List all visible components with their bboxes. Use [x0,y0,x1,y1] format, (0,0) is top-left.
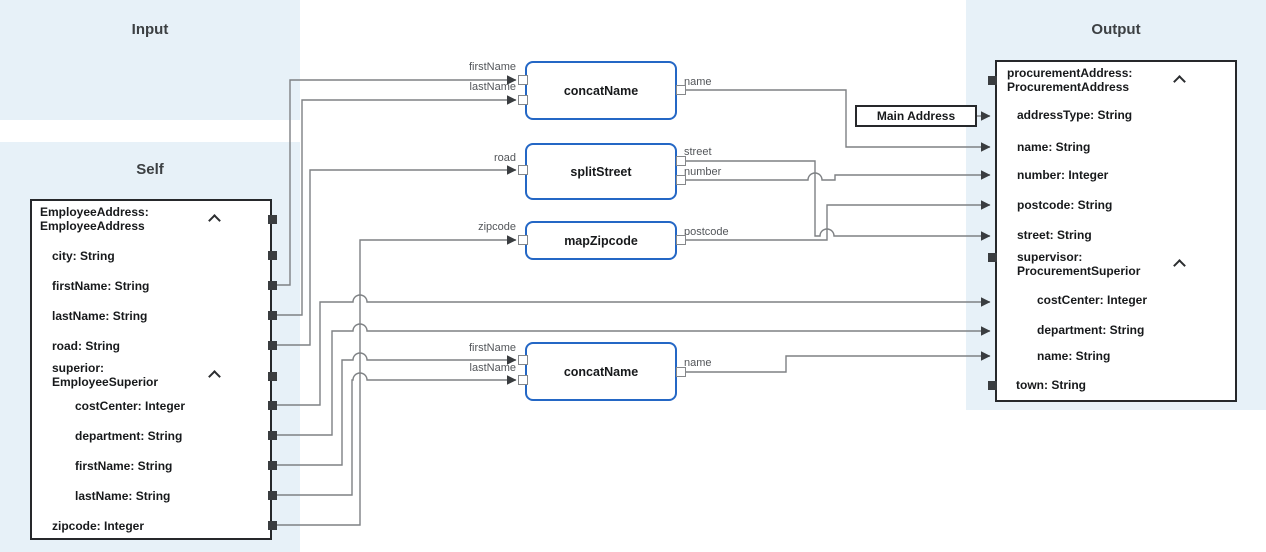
wire-concat1-name-to-output[interactable] [686,89,991,152]
port-concat2-in-lastname[interactable] [518,375,528,385]
function-concatname-1[interactable]: concatName [525,61,677,120]
field-sup-lastname[interactable]: lastName: String [75,489,171,503]
input-panel [0,0,300,120]
field-employeeaddress-header[interactable]: EmployeeAddress:EmployeeAddress [40,205,149,233]
wire-department-to-output[interactable] [277,323,991,436]
field-name[interactable]: name: String [1017,140,1091,154]
port-splitstreet-out-number[interactable] [676,175,686,185]
wire-zipcode-to-mapzipcode[interactable] [277,235,517,526]
wire-concat2-name-to-output[interactable] [686,351,991,373]
port-label-name: name [684,76,712,88]
collapse-chevron-icon[interactable] [208,370,221,383]
input-panel-title: Input [131,21,169,38]
port-concat2-out-name[interactable] [676,367,686,377]
port-label-lastname: lastName [469,362,516,374]
wire-costcenter-to-output[interactable] [277,294,991,406]
connector-dot-firstname[interactable] [268,281,277,290]
port-label-firstname: firstName [468,342,516,354]
connector-dot-town[interactable] [988,381,997,390]
wire-lastname-to-concat1[interactable] [277,95,517,316]
main-address-chip[interactable]: Main Address [855,105,977,127]
wire-firstname-to-concat1[interactable] [277,75,517,286]
function-concatname-2[interactable]: concatName [525,342,677,401]
port-splitstreet-out-street[interactable] [676,156,686,166]
connector-dot-zipcode[interactable] [268,521,277,530]
field-zipcode[interactable]: zipcode: Integer [52,519,145,533]
port-concat1-out-name[interactable] [676,85,686,95]
port-splitstreet-in-road[interactable] [518,165,528,175]
field-number[interactable]: number: Integer [1017,168,1109,182]
connector-dot-sup-department[interactable] [268,431,277,440]
port-label-lastname: lastName [469,81,516,93]
wire-number-to-output[interactable] [686,170,991,181]
field-sup-department[interactable]: department: String [1037,323,1145,337]
wire-street-to-output[interactable] [686,160,991,241]
function-mapzipcode[interactable]: mapZipcode [525,221,677,260]
port-concat2-in-firstname[interactable] [518,355,528,365]
wire-sup-lastname-to-concat2[interactable] [277,372,517,496]
port-concat1-in-lastname[interactable] [518,95,528,105]
function-splitstreet[interactable]: splitStreet [525,143,677,200]
collapse-chevron-icon[interactable] [1173,259,1186,272]
port-concat1-in-firstname[interactable] [518,75,528,85]
connector-dot-sup-firstname[interactable] [268,461,277,470]
field-addresstype[interactable]: addressType: String [1017,108,1133,122]
connector-dot-lastname[interactable] [268,311,277,320]
port-label-firstname: firstName [468,61,516,73]
port-label-street: street [684,146,712,158]
connector-dot-employeeaddress[interactable] [268,215,277,224]
field-supervisor-header[interactable]: supervisor:ProcurementSuperior [1017,250,1141,278]
output-schema-box: procurementAddress:ProcurementAddress ad… [995,60,1237,402]
connector-dot-superior[interactable] [268,372,277,381]
field-sup-name[interactable]: name: String [1037,349,1111,363]
field-superior-header[interactable]: superior:EmployeeSuperior [52,361,159,389]
connector-dot-supervisor[interactable] [988,253,997,262]
wire-postcode-to-output[interactable] [686,200,991,241]
field-sup-firstname[interactable]: firstName: String [75,459,173,473]
self-schema-box: EmployeeAddress:EmployeeAddress city: St… [30,199,272,540]
self-panel-title: Self [136,161,164,178]
output-panel-title: Output [1091,21,1141,38]
field-procurementaddress-header[interactable]: procurementAddress:ProcurementAddress [1007,66,1133,94]
wire-sup-firstname-to-concat2[interactable] [277,352,517,466]
connector-dot-sup-costcenter[interactable] [268,401,277,410]
field-city[interactable]: city: String [52,249,115,263]
field-sup-costcenter[interactable]: costCenter: Integer [75,399,186,413]
port-label-road: road [493,152,516,164]
port-label-name: name [684,357,712,369]
connector-dot-procurementaddress[interactable] [988,76,997,85]
port-label-number: number [684,166,722,178]
collapse-chevron-icon[interactable] [208,214,221,227]
field-town[interactable]: town: String [1016,378,1086,392]
wire-road-to-splitstreet[interactable] [277,165,517,346]
field-sup-department[interactable]: department: String [75,429,183,443]
field-road[interactable]: road: String [52,339,120,353]
connector-dot-road[interactable] [268,341,277,350]
connector-dot-city[interactable] [268,251,277,260]
collapse-chevron-icon[interactable] [1173,75,1186,88]
port-label-postcode: postcode [684,226,729,238]
port-mapzipcode-in-zipcode[interactable] [518,235,528,245]
field-street[interactable]: street: String [1017,228,1092,242]
field-sup-costcenter[interactable]: costCenter: Integer [1037,293,1148,307]
port-mapzipcode-out-postcode[interactable] [676,235,686,245]
connector-dot-sup-lastname[interactable] [268,491,277,500]
field-firstname[interactable]: firstName: String [52,279,150,293]
field-lastname[interactable]: lastName: String [52,309,148,323]
field-postcode[interactable]: postcode: String [1017,198,1113,212]
port-label-zipcode: zipcode [478,221,516,233]
